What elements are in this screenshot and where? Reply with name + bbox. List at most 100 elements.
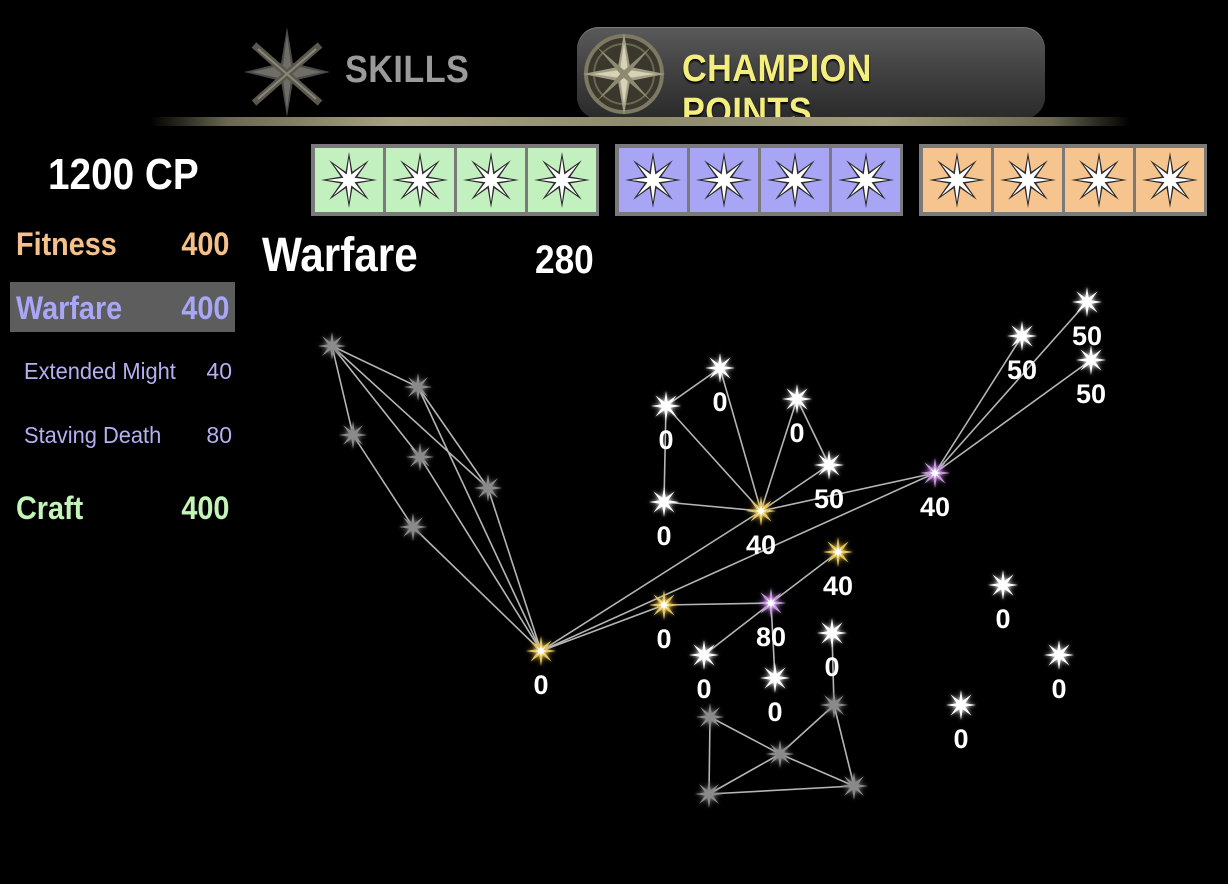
star-node[interactable]: 0 <box>817 618 847 682</box>
star-node[interactable]: 40 <box>823 537 853 601</box>
star-link <box>665 367 721 407</box>
gray-star-icon <box>695 780 723 808</box>
star-points-label: 40 <box>823 571 853 601</box>
discipline-warfare[interactable]: Warfare 400 <box>10 282 235 332</box>
constellation-staving-death[interactable]: Staving Death 80 <box>24 420 236 450</box>
tab-champion-points[interactable]: CHAMPION POINTS <box>577 27 1045 133</box>
star-link <box>665 405 762 512</box>
discipline-name: Fitness <box>16 226 117 262</box>
star-link <box>760 398 798 512</box>
discipline-points: 400 <box>180 290 229 326</box>
champion-slot[interactable] <box>1136 148 1204 212</box>
champion-slot[interactable] <box>832 148 900 212</box>
star-node[interactable]: 0 <box>689 640 719 704</box>
star-node[interactable]: 50 <box>1076 345 1106 409</box>
champion-slot[interactable] <box>528 148 596 212</box>
star-link <box>540 472 936 652</box>
star-node <box>766 740 794 768</box>
slot-star-icon <box>1071 152 1127 208</box>
champion-slot[interactable] <box>619 148 687 212</box>
star-link <box>708 785 855 795</box>
champion-slot[interactable] <box>690 148 758 212</box>
star-points-label: 0 <box>712 387 727 417</box>
champion-slot[interactable] <box>994 148 1062 212</box>
star-link <box>934 301 1088 474</box>
top-nav: SKILLS CHAMPION POINTS <box>0 0 1228 133</box>
fitness-slot-group <box>919 144 1207 216</box>
star-link <box>417 386 489 489</box>
star-node[interactable]: 0 <box>649 487 679 551</box>
gray-star-icon <box>840 772 868 800</box>
gray-star-icon <box>318 332 346 360</box>
star-link <box>663 602 772 606</box>
champion-slot[interactable] <box>1065 148 1133 212</box>
discipline-craft[interactable]: Craft 400 <box>10 482 235 532</box>
star-link <box>419 456 542 652</box>
star-link <box>703 602 772 656</box>
slot-star-icon <box>625 152 681 208</box>
star-node[interactable]: 0 <box>782 384 812 448</box>
crossed-swords-icon <box>244 27 330 117</box>
discipline-points: 400 <box>180 226 229 262</box>
star-points-label: 80 <box>756 622 786 652</box>
star-node[interactable]: 80 <box>756 588 786 652</box>
total-cp: 1200 CP <box>48 150 199 199</box>
star-link <box>796 398 830 466</box>
champion-slot[interactable] <box>386 148 454 212</box>
star-points-label: 0 <box>789 418 804 448</box>
skills-tab-label: SKILLS <box>345 49 470 91</box>
champion-points-tab-label: CHAMPION POINTS <box>682 48 872 133</box>
star-node[interactable]: 0 <box>1044 640 1074 704</box>
star-node[interactable]: 40 <box>746 496 776 560</box>
constellation-points-spent: 280 <box>535 238 594 282</box>
discipline-fitness[interactable]: Fitness 400 <box>10 218 235 268</box>
star-points-label: 0 <box>658 425 673 455</box>
star-link <box>540 510 762 652</box>
champion-slot[interactable] <box>923 148 991 212</box>
star-node[interactable]: 0 <box>946 690 976 754</box>
champion-slot[interactable] <box>457 148 525 212</box>
star-node[interactable]: 0 <box>651 391 681 455</box>
gray-star-icon <box>820 691 848 719</box>
star-link <box>770 551 839 604</box>
star-node[interactable]: 50 <box>814 450 844 514</box>
star-points-label: 40 <box>920 492 950 522</box>
star-link <box>779 753 855 787</box>
warfare-slot-group <box>615 144 903 216</box>
star-link <box>417 386 542 652</box>
star-node[interactable]: 0 <box>526 636 556 700</box>
star-points-label: 0 <box>824 652 839 682</box>
slot-star-icon <box>321 152 377 208</box>
star-node <box>404 373 432 401</box>
slot-star-icon <box>696 152 752 208</box>
champion-slot[interactable] <box>761 148 829 212</box>
star-node[interactable]: 50 <box>1007 321 1037 385</box>
star-node[interactable]: 0 <box>760 663 790 727</box>
star-points-label: 40 <box>746 530 776 560</box>
star-link <box>663 501 762 512</box>
star-link <box>833 704 855 787</box>
tab-skills[interactable]: SKILLS <box>240 25 560 120</box>
star-points-label: 0 <box>1051 674 1066 704</box>
star-link <box>708 753 781 795</box>
star-link <box>760 464 830 512</box>
star-node[interactable]: 40 <box>920 458 950 522</box>
star-points-label: 0 <box>953 724 968 754</box>
star-link <box>331 345 354 436</box>
slot-star-icon <box>463 152 519 208</box>
star-node <box>339 421 367 449</box>
star-node <box>820 691 848 719</box>
gray-star-icon <box>399 513 427 541</box>
star-node[interactable]: 50 <box>1072 287 1102 351</box>
star-node[interactable]: 0 <box>988 570 1018 634</box>
star-node[interactable]: 0 <box>705 353 735 417</box>
champion-slot[interactable] <box>315 148 383 212</box>
star-points-label: 0 <box>656 624 671 654</box>
star-link <box>760 472 936 512</box>
constellation-extended-might[interactable]: Extended Might 40 <box>24 356 236 386</box>
star-node <box>474 474 502 502</box>
star-node[interactable]: 0 <box>649 590 679 654</box>
star-points-label: 0 <box>656 521 671 551</box>
star-link <box>412 526 542 652</box>
gray-star-icon <box>339 421 367 449</box>
